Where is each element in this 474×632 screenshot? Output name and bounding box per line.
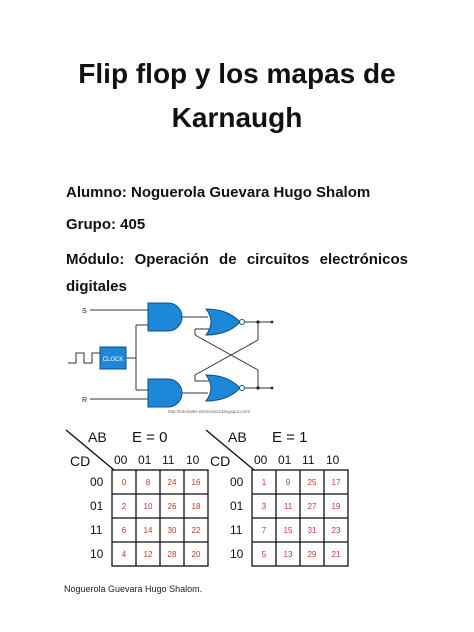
map2-cell: 1 bbox=[262, 478, 267, 487]
group-field: Grupo: 405 bbox=[66, 216, 145, 233]
map2-cell: 29 bbox=[308, 550, 317, 559]
module-label: Módulo: bbox=[66, 251, 125, 268]
page-footer: Noguerola Guevara Hugo Shalom. bbox=[64, 584, 203, 594]
map2-col-header: 10 bbox=[326, 453, 340, 467]
map1-col-header: 01 bbox=[138, 453, 152, 467]
map2-cell: 21 bbox=[332, 550, 341, 559]
map2-cell: 5 bbox=[262, 550, 267, 559]
map2-cell: 25 bbox=[308, 478, 317, 487]
input-s-label: S bbox=[82, 308, 87, 315]
map1-cell: 22 bbox=[192, 526, 201, 535]
map1-cell: 2 bbox=[122, 502, 127, 511]
map2-cell: 23 bbox=[332, 526, 341, 535]
group-label: Grupo: bbox=[66, 216, 116, 233]
map2-cell: 15 bbox=[284, 526, 293, 535]
map1-col-header: 00 bbox=[114, 453, 128, 467]
map1-col-header: 10 bbox=[186, 453, 200, 467]
map1-col-header: 11 bbox=[162, 453, 175, 467]
map2-condition: E = 1 bbox=[272, 429, 307, 446]
module-line-2: digitales bbox=[66, 278, 127, 295]
student-label: Alumno: bbox=[66, 184, 127, 201]
document-title: Flip flop y los mapas de Karnaugh bbox=[40, 52, 434, 140]
title-line-2: Karnaugh bbox=[171, 102, 303, 133]
karnaugh-map-e0: AB CD E = 0 00 01 11 10 00 01 11 10 0 8 … bbox=[65, 429, 209, 567]
title-line-1: Flip flop y los mapas de bbox=[78, 58, 396, 89]
map2-var-cd: CD bbox=[210, 453, 230, 469]
map1-cell: 8 bbox=[146, 478, 151, 487]
map1-row-header: 00 bbox=[90, 475, 104, 489]
map2-var-ab: AB bbox=[228, 429, 247, 445]
map1-cell: 28 bbox=[168, 550, 177, 559]
map2-cell: 3 bbox=[262, 502, 267, 511]
clock-label: CLOCK bbox=[103, 357, 124, 363]
map1-cell: 10 bbox=[144, 502, 153, 511]
module-word: circuitos bbox=[246, 251, 310, 268]
diagram-watermark: http://tutoriales-electronica.blogspot.c… bbox=[168, 409, 251, 414]
map2-cell: 7 bbox=[262, 526, 267, 535]
map1-var-ab: AB bbox=[88, 429, 107, 445]
map1-cell: 24 bbox=[168, 478, 177, 487]
map1-cell: 16 bbox=[192, 478, 201, 487]
module-word: de bbox=[219, 251, 237, 268]
flip-flop-circuit-diagram: CLOCK S R http://tutoriales-electronica.… bbox=[68, 302, 274, 414]
student-field: Alumno: Noguerola Guevara Hugo Shalom bbox=[66, 184, 370, 201]
map1-var-cd: CD bbox=[70, 453, 90, 469]
input-r-label: R bbox=[82, 397, 87, 404]
map2-row-header: 11 bbox=[230, 523, 243, 537]
map1-condition: E = 0 bbox=[132, 429, 167, 446]
map1-row-header: 10 bbox=[90, 547, 104, 561]
map2-col-header: 11 bbox=[302, 453, 315, 467]
module-word: electrónicos bbox=[319, 251, 408, 268]
module-field: Módulo: Operación de circuitos electróni… bbox=[66, 246, 408, 300]
map2-cell: 27 bbox=[308, 502, 317, 511]
student-name: Noguerola Guevara Hugo Shalom bbox=[131, 184, 371, 201]
map2-cell: 17 bbox=[332, 478, 341, 487]
map2-row-header: 01 bbox=[230, 499, 244, 513]
map1-cell: 0 bbox=[122, 478, 127, 487]
map1-cell: 30 bbox=[168, 526, 177, 535]
map2-cell: 9 bbox=[286, 478, 291, 487]
map2-row-header: 10 bbox=[230, 547, 244, 561]
karnaugh-map-e1: AB CD E = 1 00 01 11 10 00 01 11 10 1 9 … bbox=[205, 429, 349, 567]
map2-cell: 31 bbox=[308, 526, 317, 535]
map1-cell: 12 bbox=[144, 550, 153, 559]
map2-cell: 13 bbox=[284, 550, 293, 559]
map1-cell: 4 bbox=[122, 550, 127, 559]
map2-col-header: 00 bbox=[254, 453, 268, 467]
map1-cell: 26 bbox=[168, 502, 177, 511]
map2-row-header: 00 bbox=[230, 475, 244, 489]
map2-cell: 11 bbox=[284, 502, 293, 511]
group-value: 405 bbox=[120, 216, 146, 233]
map1-row-header: 01 bbox=[90, 499, 104, 513]
map1-cell: 14 bbox=[144, 526, 153, 535]
map1-cell: 20 bbox=[192, 550, 201, 559]
map1-cell: 6 bbox=[122, 526, 127, 535]
module-word: Operación bbox=[134, 251, 209, 268]
map2-col-header: 01 bbox=[278, 453, 292, 467]
map2-cell: 19 bbox=[332, 502, 341, 511]
map1-cell: 18 bbox=[192, 502, 201, 511]
map1-row-header: 11 bbox=[90, 523, 103, 537]
karnaugh-maps: AB CD E = 0 00 01 11 10 00 01 11 10 0 8 … bbox=[65, 429, 349, 567]
